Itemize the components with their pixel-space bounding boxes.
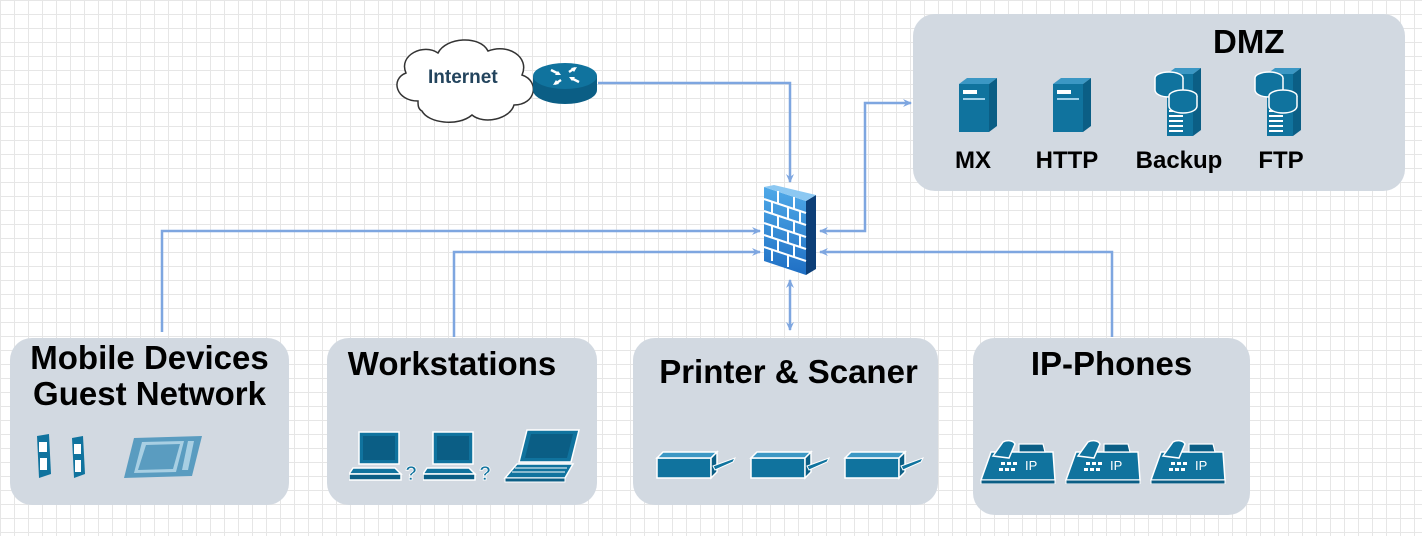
mobile-title-line1: Mobile Devices: [30, 339, 269, 376]
ip-phone[interactable]: IP: [979, 438, 1059, 485]
link-router-firewall: [598, 81, 794, 183]
dmz-zone: DMZ MX HTTP Backup FTP: [913, 14, 1405, 191]
server-label-ftp: FTP: [1258, 147, 1304, 174]
printers-zone: Printer & Scaner: [633, 338, 938, 505]
dmz-title: DMZ: [1213, 23, 1285, 60]
ip-phone-icon: [979, 439, 1056, 485]
printers-title: Printer & Scaner: [659, 353, 918, 390]
server-label-http: HTTP: [1035, 147, 1099, 174]
ip-phone-label: IP: [1195, 458, 1208, 473]
storage-server-icon[interactable]: [1253, 64, 1305, 136]
link-mobile-firewall: [160, 227, 761, 332]
ip-phone[interactable]: IP: [1064, 438, 1144, 485]
ip-phone-label: IP: [1110, 458, 1123, 473]
firewall-icon: [763, 185, 816, 275]
tablet-icon[interactable]: [122, 436, 204, 478]
server-label-backup: Backup: [1135, 147, 1223, 174]
ip-phone[interactable]: IP: [1149, 438, 1229, 485]
workstations-zone: Workstations ? ?: [327, 338, 597, 505]
printer-icon[interactable]: [655, 448, 737, 480]
mobile-phone-icon[interactable]: [68, 436, 88, 478]
scanner-icon[interactable]: [843, 448, 925, 480]
server-label-mx: MX: [955, 147, 991, 174]
phones-title: IP-Phones: [1030, 345, 1193, 382]
ip-phone-icon: [1064, 439, 1141, 485]
storage-server-icon[interactable]: [1153, 64, 1205, 136]
internet-label: Internet: [428, 67, 498, 88]
link-firewall-dmz: [819, 99, 912, 235]
firewall[interactable]: [760, 185, 818, 277]
router-icon: [533, 63, 597, 104]
laptop-icon[interactable]: [503, 428, 583, 484]
ip-phone-label: IP: [1025, 458, 1038, 473]
link-workstations-firewall: [452, 248, 761, 337]
svg-text:?: ?: [479, 463, 491, 484]
svg-text:?: ?: [405, 463, 417, 484]
cloud-icon: [396, 39, 535, 123]
ip-phone-icon: [1149, 439, 1226, 485]
mobile-phone-icon[interactable]: [33, 434, 53, 478]
workstation-icon[interactable]: ?: [349, 430, 419, 484]
mobile-title-line2: Guest Network: [33, 375, 266, 412]
printer-icon[interactable]: [749, 448, 831, 480]
server-icon[interactable]: [957, 76, 999, 132]
workstation-icon[interactable]: ?: [423, 430, 493, 484]
router[interactable]: [531, 60, 599, 106]
server-icon[interactable]: [1051, 76, 1093, 132]
phones-zone: IP-Phones IP IP IP: [973, 338, 1250, 515]
workstations-title: Workstations: [347, 345, 557, 382]
link-phones-firewall: [819, 248, 1114, 337]
mobile-zone: Mobile Devices Guest Network: [10, 338, 289, 505]
internet-cloud: Internet: [388, 35, 543, 123]
